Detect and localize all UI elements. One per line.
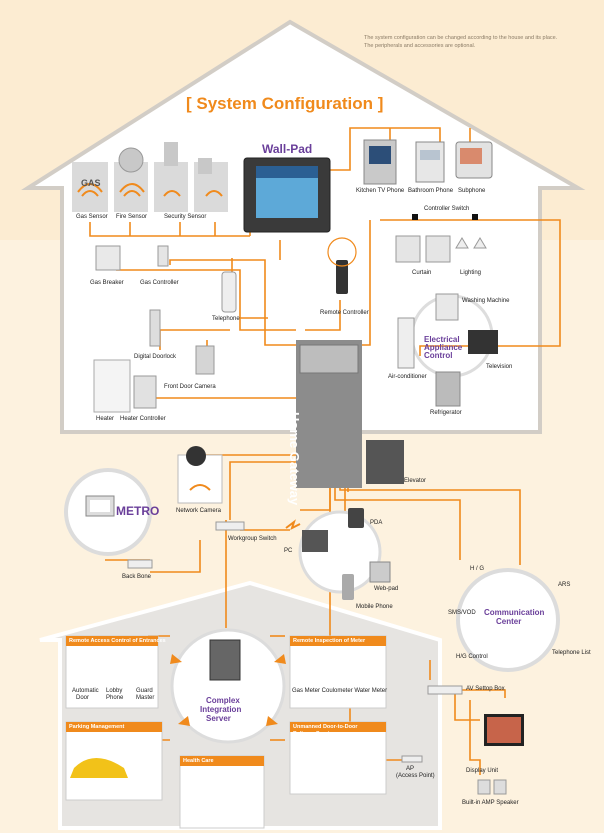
comm-center-label-1: Communication xyxy=(484,608,545,617)
cis-label-3: Server xyxy=(206,714,231,723)
curtain-label: Curtain xyxy=(412,270,432,276)
note-peripherals: The peripherals and accessories are opti… xyxy=(364,43,476,49)
home-gateway-label: Home Gateway xyxy=(287,412,302,506)
kitchen-tv-phone-label: Kitchen TV Phone xyxy=(356,188,405,194)
hg-label: H / G xyxy=(470,566,485,572)
network-camera-label: Network Camera xyxy=(176,508,222,514)
hg-control-label: H/G Control xyxy=(456,654,488,660)
heater-label: Heater xyxy=(96,416,115,422)
guard-master-label-1: Guard xyxy=(136,688,153,694)
elevator-label: Elevator xyxy=(404,478,427,484)
sensor-tiles xyxy=(72,142,228,212)
sms-vod-label: SMS/VOD xyxy=(448,610,476,616)
mobile-phone-label: Mobile Phone xyxy=(356,604,393,610)
parking-heading: Parking Management xyxy=(69,724,125,730)
av-settop-label: AV Settop Box xyxy=(466,686,505,692)
communication-center-circle xyxy=(456,568,560,672)
ap-sub-label: (Access Point) xyxy=(396,773,435,779)
delivery-heading-1: Unmanned Door-to-Door xyxy=(293,724,358,730)
pda-label: PDA xyxy=(370,520,383,526)
display-unit-label: Display Unit xyxy=(466,768,499,774)
lobby-phone-label-1: Lobby xyxy=(106,688,123,694)
wallpad-label: Wall-Pad xyxy=(262,142,313,156)
gas-breaker-label: Gas Breaker xyxy=(90,280,124,286)
security-sensor-label: Security Sensor xyxy=(164,214,207,220)
webpad-label: Web-pad xyxy=(374,586,399,592)
page-title: [ System Configuration ] xyxy=(186,94,384,113)
server-circle xyxy=(170,628,286,744)
subphone-label: Subphone xyxy=(458,188,486,194)
automatic-door-label-2: Door xyxy=(76,695,90,701)
remote-controller-label: Remote Controller xyxy=(320,310,369,316)
telephone-label: Telephone xyxy=(212,316,240,322)
remote-access-heading: Remote Access Control of Entrances xyxy=(69,638,166,644)
eac-label-2: Appliance xyxy=(424,343,463,352)
air-conditioner-label: Air-conditioner xyxy=(388,374,427,380)
washing-machine-label: Washing Machine xyxy=(462,298,510,304)
gas-controller-label: Gas Controller xyxy=(140,280,179,286)
automatic-door-label-1: Automatic xyxy=(72,688,99,694)
guard-master-label-2: Master xyxy=(136,695,155,701)
pc-label: PC xyxy=(284,548,293,554)
gas-text: GAS xyxy=(81,178,101,188)
lighting-label: Lighting xyxy=(460,270,482,276)
meters-label: Gas Meter Coulometer Water Meter xyxy=(292,688,388,694)
eac-label-3: Control xyxy=(424,351,453,360)
cis-label-2: Integration xyxy=(200,705,242,714)
health-heading: Health Care xyxy=(183,758,214,764)
workgroup-switch-label: Workgroup Switch xyxy=(228,536,277,542)
cis-label-1: Complex xyxy=(206,696,240,705)
backbone-label: Back Bone xyxy=(122,574,152,580)
controller-switch-label: Controller Switch xyxy=(424,206,470,212)
ars-label: ARS xyxy=(558,582,571,588)
remote-inspection-heading: Remote Inspection of Meter xyxy=(293,638,366,644)
bathroom-phone-label: Bathroom Phone xyxy=(408,188,454,194)
television-label: Television xyxy=(486,364,513,370)
delivery-heading-2: Delivery Service xyxy=(293,731,336,737)
comm-center-label-2: Center xyxy=(496,617,522,626)
gas-sensor-label: Gas Sensor xyxy=(76,214,108,220)
refrigerator-label: Refrigerator xyxy=(430,410,462,416)
ap-label: AP xyxy=(406,766,415,772)
front-door-camera-label: Front Door Camera xyxy=(164,384,216,390)
eac-label-1: Electrical xyxy=(424,335,460,344)
note-configuration: The system configuration can be changed … xyxy=(364,35,558,41)
heater-controller-label: Heater Controller xyxy=(120,416,166,422)
telephone-list-label: Telephone List xyxy=(552,650,591,656)
fire-sensor-label: Fire Sensor xyxy=(116,214,148,220)
lobby-phone-label-2: Phone xyxy=(106,695,124,701)
metro-label: METRO xyxy=(116,504,160,518)
digital-doorlock-label: Digital Doorlock xyxy=(134,354,177,360)
amp-speaker-label: Built-in AMP Speaker xyxy=(462,800,519,806)
